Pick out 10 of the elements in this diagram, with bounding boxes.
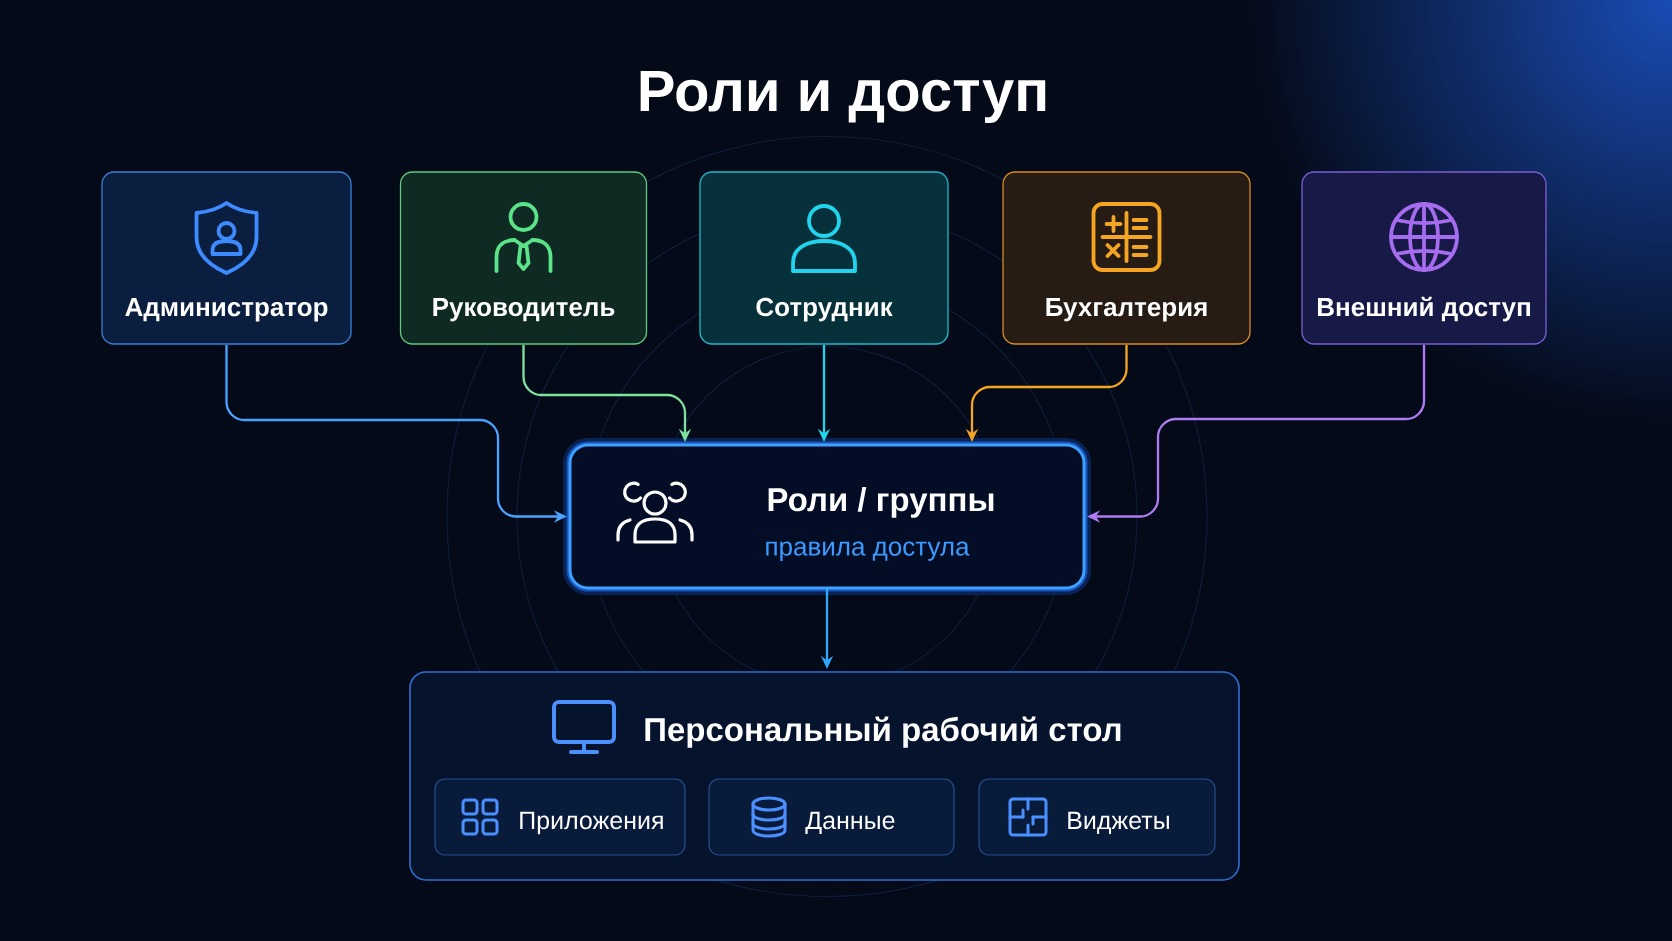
feature-tile: Виджеты xyxy=(978,778,1216,856)
role-card: Внешний доступ xyxy=(1301,171,1547,345)
role-card: Руководитель xyxy=(399,171,648,345)
groups-box: Роли / группы правила достула xyxy=(563,438,1091,595)
role-card: Бухгалтерия xyxy=(1002,171,1251,345)
title: Роли и доступ xyxy=(640,71,1046,123)
role-card: Администратор xyxy=(101,171,352,345)
feature-tile: Данные xyxy=(708,778,955,856)
role-card: Сотрудник xyxy=(699,171,949,345)
feature-tile: Приложения xyxy=(434,778,686,856)
